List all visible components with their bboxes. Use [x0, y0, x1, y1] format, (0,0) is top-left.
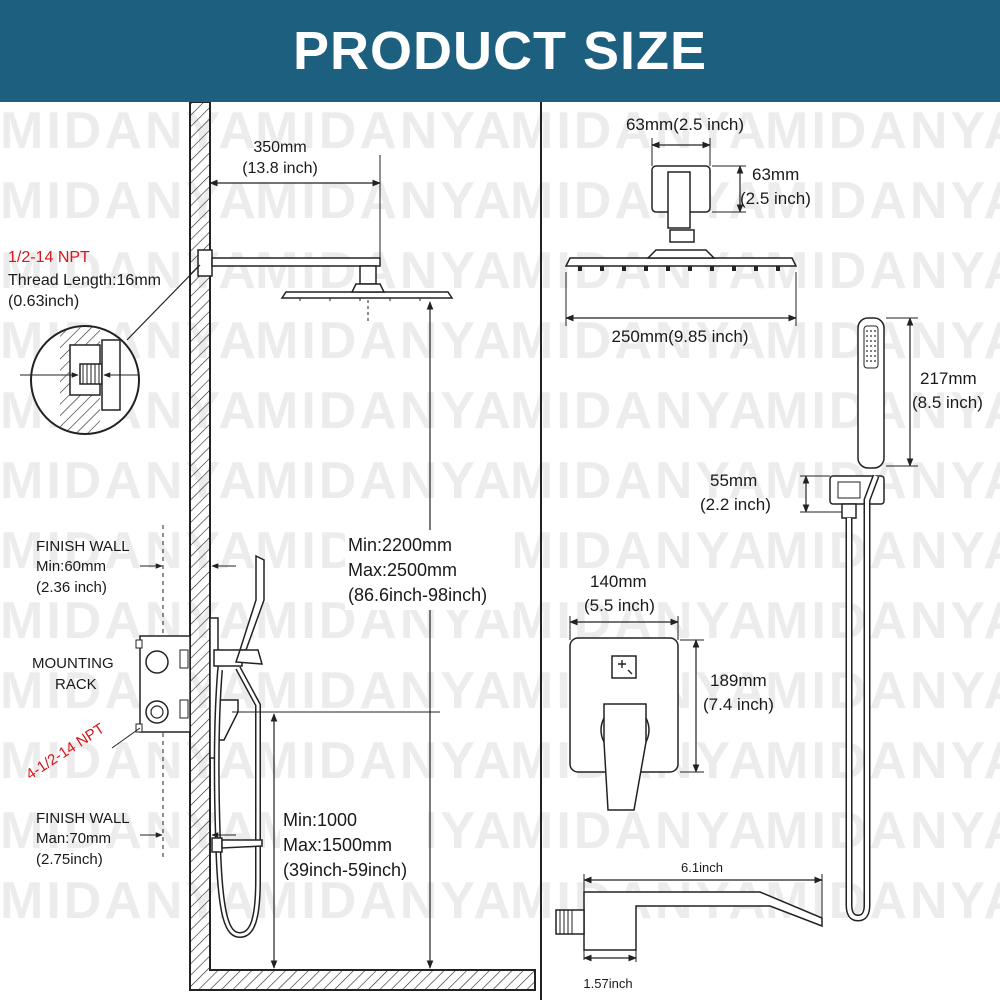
rack-npt-leader: [111, 727, 141, 749]
spout-length-label: 6.1inch: [681, 860, 723, 875]
flange-height-label: 63mm: [752, 165, 799, 184]
mounting-rack-label-1: MOUNTING: [32, 655, 114, 672]
svg-text:MIDANYA: MIDANYA: [0, 872, 259, 930]
wall-section: [189, 102, 536, 991]
handheld-length-label: 217mm: [920, 369, 977, 388]
thread-length-inch-label: (0.63inch): [8, 293, 79, 310]
svg-text:MIDANYA: MIDANYA: [765, 592, 1000, 650]
svg-text:MIDANYA: MIDANYA: [510, 802, 769, 860]
handheld-length-inch-label: (8.5 inch): [912, 393, 983, 412]
svg-text:MIDANYA: MIDANYA: [0, 102, 259, 160]
svg-text:MIDANYA: MIDANYA: [510, 172, 769, 230]
thread-npt-label: 1/2-14 NPT: [8, 249, 90, 266]
diverter-icon: [611, 655, 637, 679]
finish-wall-max-inch-label: (2.75inch): [36, 851, 103, 868]
product-size-diagram: MIDANYA MIDANYA MIDANYA MIDANYA MIDANYA …: [0, 102, 1000, 1000]
svg-text:MIDANYA: MIDANYA: [765, 102, 1000, 160]
valve-height-min-label: Min:1000: [283, 810, 357, 830]
finish-wall-max-label: Man:70mm: [36, 830, 111, 847]
svg-text:MIDANYA: MIDANYA: [0, 452, 259, 510]
svg-text:MIDANYA: MIDANYA: [255, 662, 514, 720]
svg-text:MIDANYA: MIDANYA: [510, 382, 769, 440]
flange-width-label: 63mm(2.5 inch): [626, 115, 744, 134]
svg-text:MIDANYA: MIDANYA: [765, 802, 1000, 860]
holder-height-inch-label: (2.2 inch): [700, 495, 771, 514]
svg-text:MIDANYA: MIDANYA: [510, 102, 769, 160]
finish-wall-min-label: Min:60mm: [36, 558, 106, 575]
finish-wall-bottom-label: FINISH WALL: [36, 810, 130, 827]
hand-shower-side: [211, 554, 265, 939]
svg-text:MIDANYA: MIDANYA: [510, 312, 769, 370]
svg-text:MIDANYA: MIDANYA: [510, 522, 769, 580]
svg-text:MIDANYA: MIDANYA: [510, 452, 769, 510]
trim-width-inch-label: (5.5 inch): [584, 596, 655, 615]
valve-trim-plate: [569, 637, 679, 811]
header-banner: PRODUCT SIZE: [0, 0, 1000, 102]
mounting-rack: [135, 635, 191, 733]
shower-arm: [197, 249, 381, 285]
head-height-max-label: Max:2500mm: [348, 560, 457, 580]
trim-width-label: 140mm: [590, 572, 647, 591]
trim-height-inch-label: (7.4 inch): [703, 695, 774, 714]
trim-height-label: 189mm: [710, 671, 767, 690]
svg-text:MIDANYA: MIDANYA: [765, 872, 1000, 930]
svg-text:MIDANYA: MIDANYA: [765, 732, 1000, 790]
spout-inlet-label: 1.57inch: [583, 976, 632, 991]
svg-text:MIDANYA: MIDANYA: [255, 382, 514, 440]
finish-wall-min-inch-label: (2.36 inch): [36, 579, 107, 596]
head-width-label: 250mm(9.85 inch): [611, 327, 748, 346]
svg-text:MIDANYA: MIDANYA: [0, 242, 259, 300]
svg-text:MIDANYA: MIDANYA: [510, 242, 769, 300]
thread-detail-zoom: [20, 264, 201, 435]
svg-text:MIDANYA: MIDANYA: [0, 172, 259, 230]
valve-height-label-bg: [280, 806, 428, 882]
tub-spout: [555, 891, 823, 951]
head-height-min-label: Min:2200mm: [348, 535, 452, 555]
page-title: PRODUCT SIZE: [292, 21, 708, 81]
flange-and-arm-front: [651, 165, 711, 243]
head-height-inch-label: (86.6inch-98inch): [348, 585, 487, 605]
svg-text:MIDANYA: MIDANYA: [765, 522, 1000, 580]
svg-text:MIDANYA: MIDANYA: [765, 172, 1000, 230]
valve-height-max-label: Max:1500mm: [283, 835, 392, 855]
flange-height-inch-label: (2.5 inch): [740, 189, 811, 208]
finish-wall-top-label: FINISH WALL: [36, 538, 130, 555]
holder-height-label: 55mm: [710, 471, 757, 490]
svg-text:MIDANYA: MIDANYA: [255, 452, 514, 510]
svg-text:MIDANYA: MIDANYA: [255, 732, 514, 790]
svg-text:MIDANYA: MIDANYA: [0, 522, 259, 580]
rain-shower-head: [280, 283, 454, 322]
rain-head-front: [564, 249, 798, 271]
valve-height-inch-label: (39inch-59inch): [283, 860, 407, 880]
arm-length-label: 350mm: [253, 139, 306, 156]
svg-text:MIDANYA: MIDANYA: [255, 102, 514, 160]
hand-shower-front: [829, 317, 885, 922]
arm-length-inch-label: (13.8 inch): [242, 160, 318, 177]
svg-text:MIDANYA: MIDANYA: [765, 242, 1000, 300]
svg-text:MIDANYA: MIDANYA: [765, 662, 1000, 720]
svg-text:MIDANYA: MIDANYA: [255, 312, 514, 370]
svg-text:MIDANYA: MIDANYA: [0, 592, 259, 650]
mounting-rack-label-2: RACK: [55, 676, 97, 693]
svg-text:MIDANYA: MIDANYA: [255, 172, 514, 230]
thread-length-label: Thread Length:16mm: [8, 272, 161, 289]
head-height-label-bg: [345, 530, 515, 610]
